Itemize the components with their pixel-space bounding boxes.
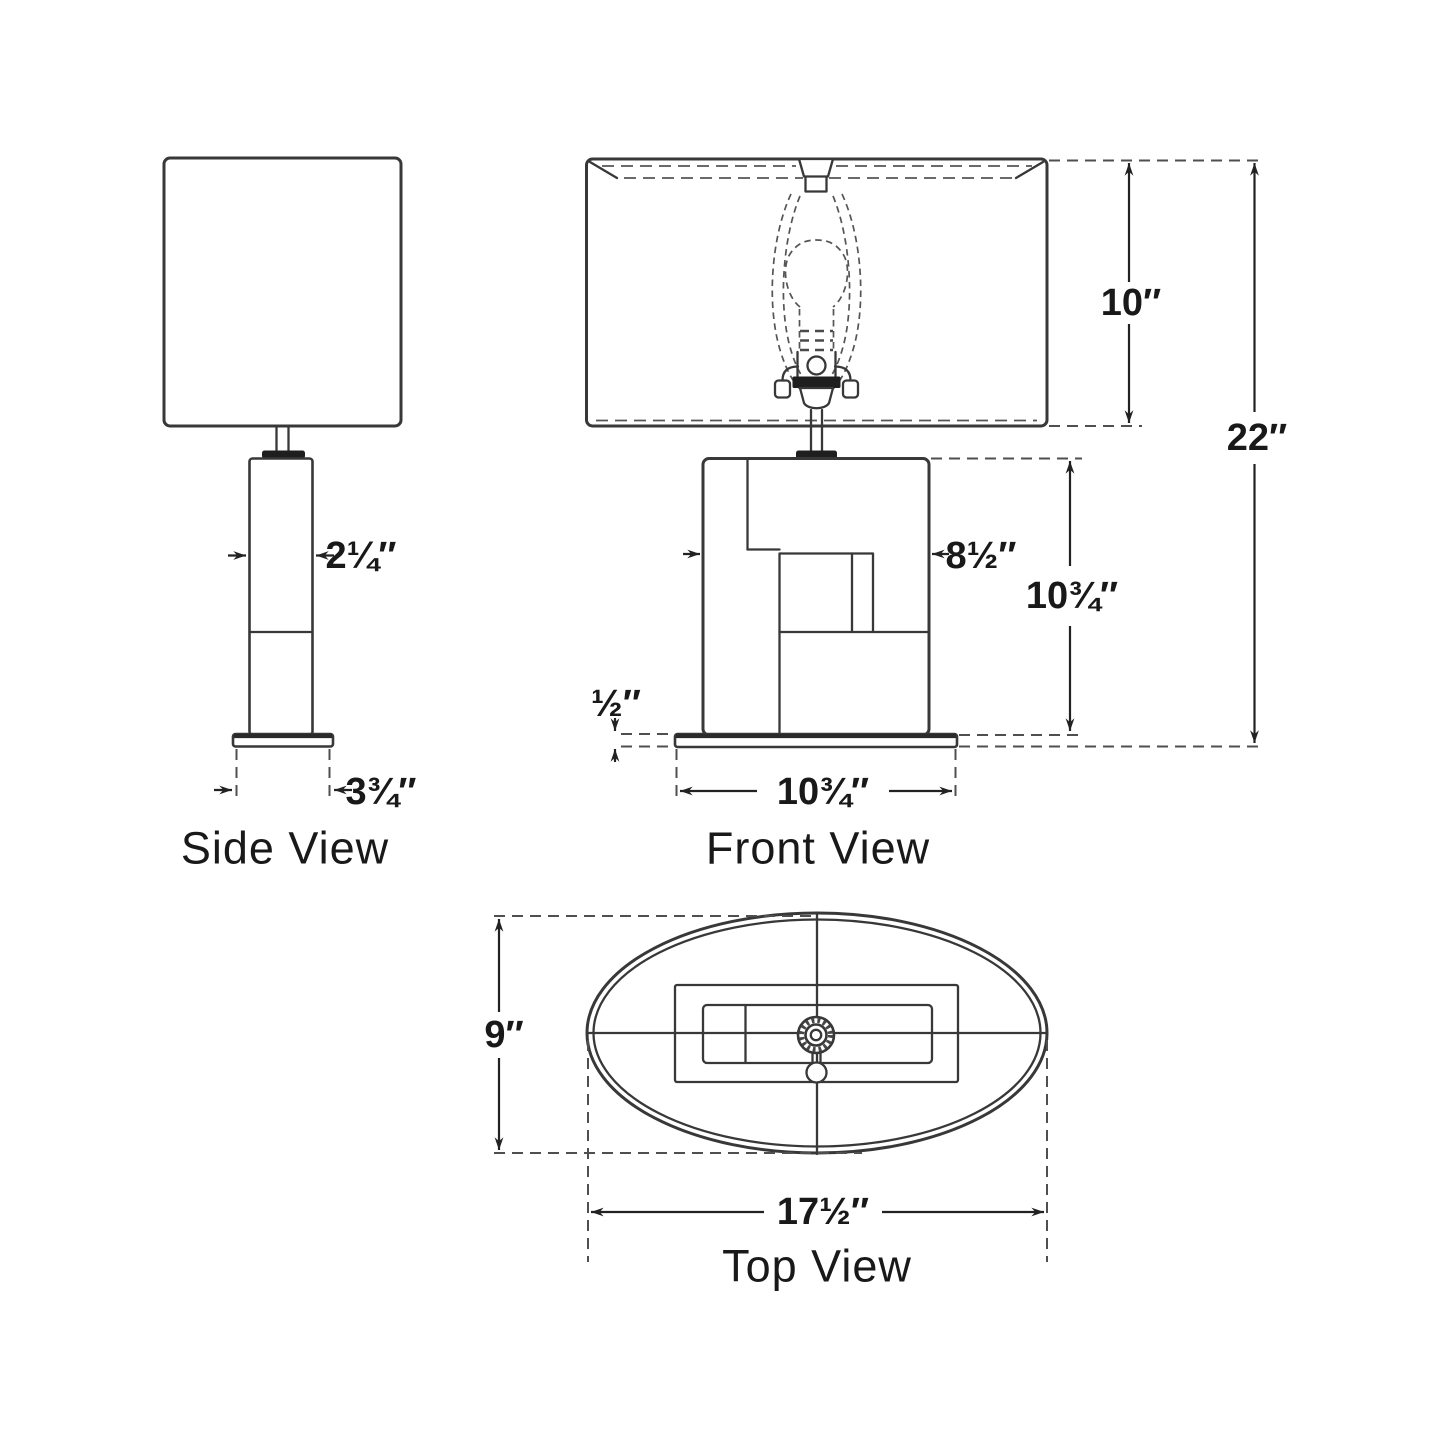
side-shade: [162, 156, 403, 428]
dim-body-height: 10¾″: [1026, 461, 1118, 731]
dim-body-width: 8½″: [683, 535, 1017, 577]
socket: [792, 350, 841, 453]
front-neck-flange: [796, 450, 837, 459]
side-body-column: [248, 457, 314, 736]
dim-base-thickness: ½″: [591, 683, 641, 762]
dim-label-shade-width: 17½″: [777, 1191, 869, 1233]
dim-shade-width: 17½″: [591, 1191, 1044, 1233]
front-extension-lines: [621, 159, 1262, 801]
top-view: 9″ 17½″ Top View: [484, 911, 1049, 1292]
light-bulb: [784, 239, 849, 352]
top-view-label: Top View: [722, 1241, 912, 1292]
dim-overall-height: 22″: [1227, 163, 1287, 743]
dim-label-body-height: 10¾″: [1026, 575, 1118, 617]
socket-knob: [806, 355, 827, 376]
dim-label-shade-depth: 9″: [484, 1014, 523, 1056]
front-view-label: Front View: [706, 823, 930, 874]
front-shade-inner-edges: [588, 160, 1045, 422]
dim-label-body-width: 8½″: [945, 535, 1016, 577]
dim-label-base-thickness: ½″: [591, 683, 641, 725]
side-neck: [262, 424, 305, 459]
socket-band: [792, 376, 841, 388]
top-finial-ring: [805, 1061, 828, 1084]
dim-label-side-column-width: 2¼″: [325, 535, 396, 577]
dim-label-shade-height: 10″: [1101, 282, 1161, 324]
dim-label-overall-height: 22″: [1227, 417, 1287, 459]
dim-shade-depth: 9″: [484, 919, 524, 1150]
dim-shade-height: 10″: [1101, 163, 1161, 423]
dim-side-base-width: 3¾″: [214, 749, 417, 813]
side-view: 2¼″ 3¾″ Side View: [162, 156, 417, 874]
side-view-label: Side View: [181, 823, 389, 874]
finial: [797, 157, 835, 193]
dim-label-side-base-width: 3¾″: [345, 771, 416, 813]
side-neck-flange: [262, 450, 305, 459]
harp: [771, 193, 862, 390]
dim-front-base-width: 10¾″: [680, 771, 952, 813]
dim-label-front-base-width: 10¾″: [777, 771, 869, 813]
top-socket: [796, 1015, 836, 1084]
front-body: [701, 457, 931, 737]
front-view: 10″ 22″ 10¾″ 8½″ ½″ 10¾″: [585, 157, 1287, 874]
front-base: [673, 732, 959, 749]
side-base: [231, 732, 335, 748]
harp-hooks: [773, 365, 860, 399]
top-extension-lines: [494, 915, 1048, 1262]
dim-side-column-width: 2¼″: [228, 535, 397, 577]
